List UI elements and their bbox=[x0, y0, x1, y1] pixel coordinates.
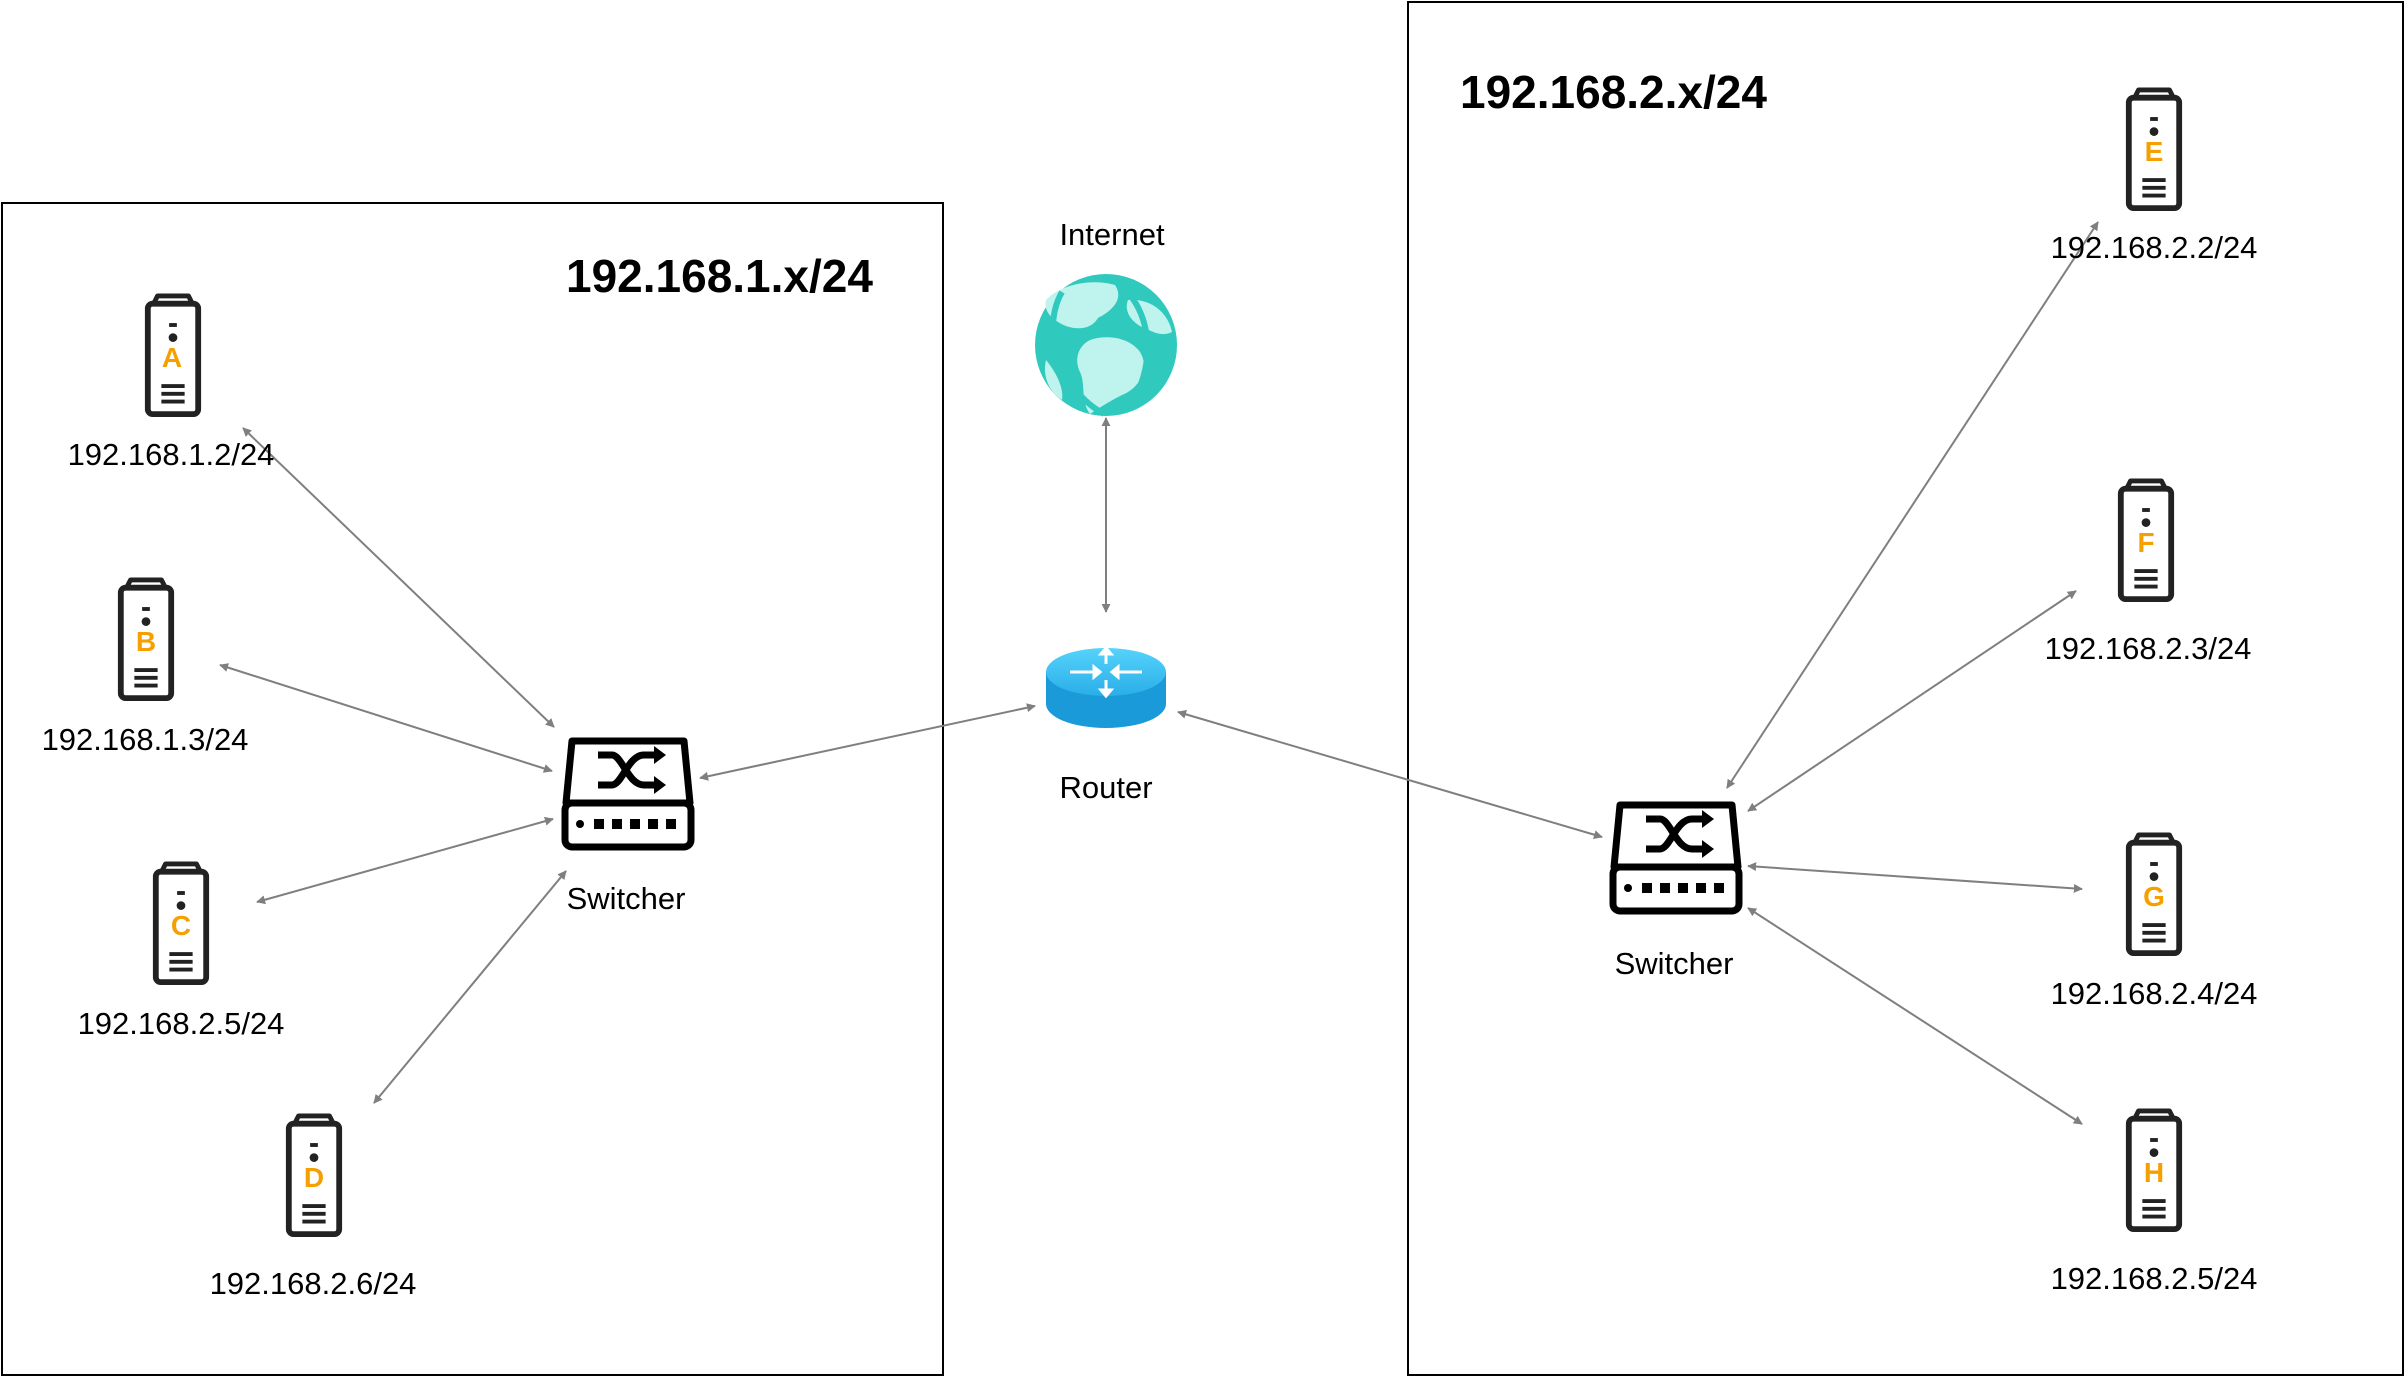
host-d: D 192.168.2.6/24 bbox=[210, 1116, 417, 1301]
subnet-right-border bbox=[1407, 1, 2404, 1376]
host-h: H 192.168.2.5/24 bbox=[2051, 1111, 2258, 1296]
host-g: G 192.168.2.4/24 bbox=[2051, 835, 2258, 1011]
link-f-switch-right bbox=[1747, 590, 2077, 812]
host-ip: 192.168.2.6/24 bbox=[210, 1266, 417, 1301]
host-ip: 192.168.2.5/24 bbox=[78, 1006, 285, 1041]
globe-icon bbox=[1035, 274, 1177, 417]
router-icon bbox=[1046, 645, 1166, 728]
link-a-switch-left bbox=[242, 427, 555, 728]
subnet-left: 192.168.1.x/24 bbox=[1, 202, 944, 1376]
host-ip: 192.168.1.3/24 bbox=[42, 722, 249, 757]
link-router-switch-right bbox=[1177, 709, 1603, 840]
links bbox=[219, 221, 2099, 1125]
host-letter: G bbox=[2143, 881, 2165, 912]
host-ip: 192.168.2.4/24 bbox=[2051, 976, 2258, 1011]
host-letter: E bbox=[2145, 136, 2164, 167]
switch-left-node: Switcher bbox=[565, 741, 691, 916]
switch-icon bbox=[1613, 805, 1739, 911]
link-switch-left-router bbox=[699, 703, 1036, 781]
host-ip: 192.168.1.2/24 bbox=[68, 437, 275, 472]
host-e: E 192.168.2.2/24 bbox=[2051, 90, 2258, 265]
switch-right-label: Switcher bbox=[1615, 946, 1734, 981]
host-letter: F bbox=[2137, 527, 2154, 558]
link-c-switch-left bbox=[256, 816, 554, 905]
internet-node: Internet bbox=[1035, 217, 1177, 417]
internet-label: Internet bbox=[1059, 217, 1165, 252]
host-letter: C bbox=[171, 910, 191, 941]
link-e-switch-right bbox=[1726, 221, 2099, 789]
link-b-switch-left bbox=[219, 663, 553, 773]
subnet-left-title: 192.168.1.x/24 bbox=[566, 250, 873, 302]
host-ip: 192.168.2.3/24 bbox=[2045, 631, 2252, 666]
link-h-switch-right bbox=[1747, 907, 2083, 1125]
switch-icon bbox=[565, 741, 691, 847]
host-c: C 192.168.2.5/24 bbox=[78, 864, 285, 1041]
link-d-switch-left bbox=[373, 870, 567, 1104]
router-label: Router bbox=[1059, 770, 1152, 805]
subnet-right-title: 192.168.2.x/24 bbox=[1460, 66, 1767, 118]
host-a: A 192.168.1.2/24 bbox=[68, 296, 275, 472]
host-letter: D bbox=[304, 1162, 324, 1193]
subnet-right: 192.168.2.x/24 bbox=[1407, 1, 2404, 1376]
host-ip: 192.168.2.5/24 bbox=[2051, 1261, 2258, 1296]
subnet-left-border bbox=[1, 202, 944, 1376]
switch-left-label: Switcher bbox=[567, 881, 686, 916]
host-ip: 192.168.2.2/24 bbox=[2051, 230, 2258, 265]
switch-right-node: Switcher bbox=[1613, 805, 1739, 981]
host-b: B 192.168.1.3/24 bbox=[42, 580, 249, 757]
host-letter: B bbox=[136, 626, 156, 657]
link-g-switch-right bbox=[1747, 862, 2083, 893]
host-f: F 192.168.2.3/24 bbox=[2045, 481, 2252, 666]
host-letter: H bbox=[2144, 1157, 2164, 1188]
host-letter: A bbox=[162, 342, 182, 373]
router-node: Router bbox=[1046, 645, 1166, 805]
